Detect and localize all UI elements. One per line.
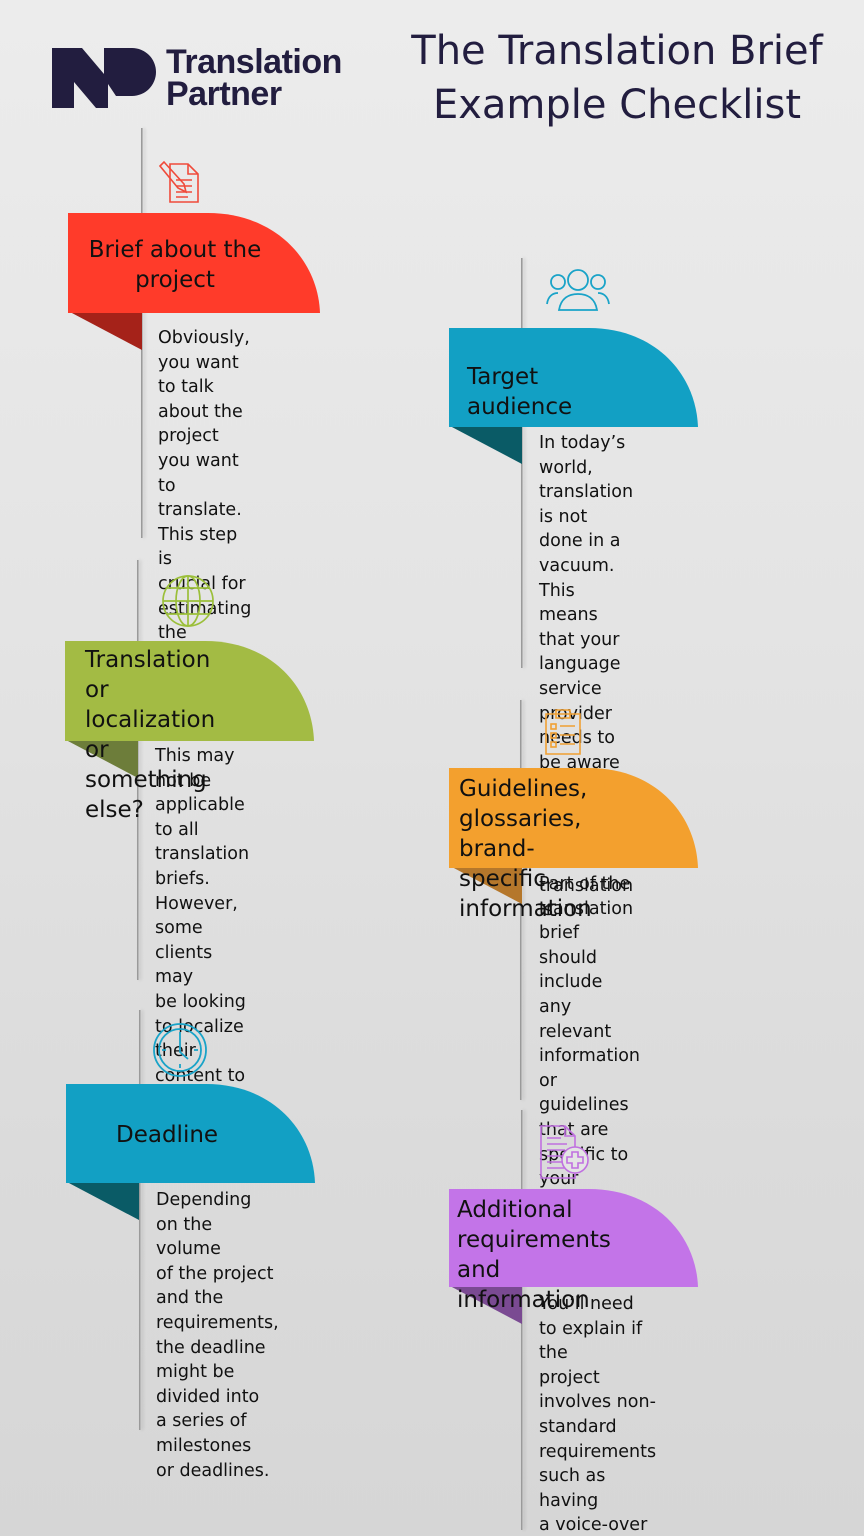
users-group-icon (546, 269, 610, 311)
clipboard-checklist-icon (545, 709, 581, 755)
item-title: Brief about the project (88, 237, 262, 293)
logo-text-line1: Translation (166, 43, 342, 81)
timeline-line-right-3 (521, 1110, 523, 1530)
item-title: Additional requirements and information (457, 1197, 611, 1313)
item-description: You’ll need to explain if the project in… (539, 1294, 657, 1536)
item-title: Target audience (467, 364, 573, 420)
logo-text-line2: Partner (166, 75, 282, 113)
timeline-line-left-1 (141, 128, 143, 538)
item-title: Translation or localization or something… (85, 647, 216, 823)
brand-logo: Translation Partner (52, 43, 342, 113)
item-title: Deadline (116, 1122, 219, 1148)
timeline-line-left-3 (139, 1010, 141, 1430)
globe-icon (162, 575, 214, 627)
item-description: Depending on the volume of the project a… (156, 1190, 279, 1481)
clock-icon (153, 1023, 207, 1077)
item-title: Guidelines, glossaries, brand- specific … (459, 776, 592, 922)
timeline-line-left-2 (137, 560, 139, 980)
document-pencil-icon (158, 160, 199, 203)
document-plus-icon (540, 1125, 589, 1179)
item-description: This may not be applicable to all transl… (155, 746, 250, 1135)
page-title: The Translation Brief Example Checklist (411, 28, 823, 128)
np-logo-icon (52, 48, 156, 108)
timeline-line-right-1 (521, 258, 523, 668)
